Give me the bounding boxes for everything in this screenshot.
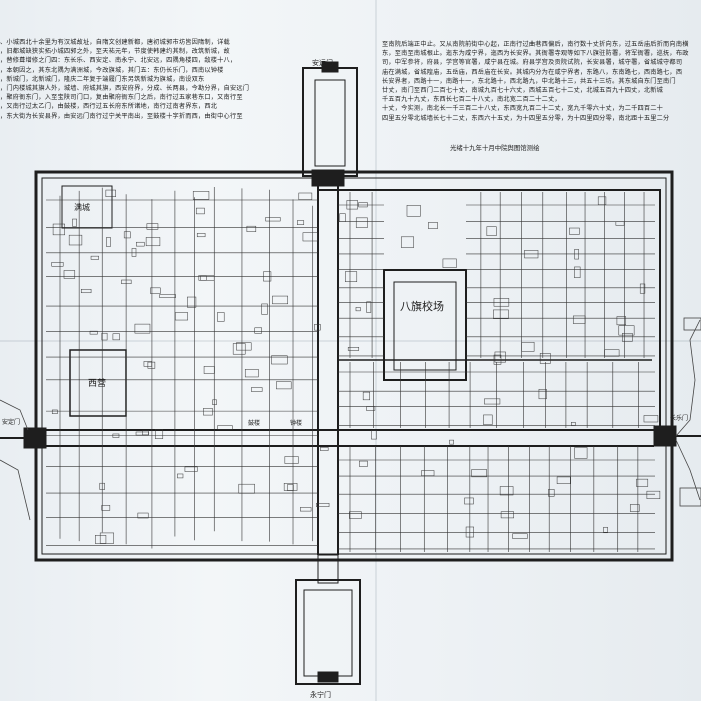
building-blocks — [51, 189, 661, 544]
south-gate-label: 永宁门 — [310, 690, 331, 699]
north-gate-inner — [314, 79, 346, 167]
west-gate — [23, 427, 47, 449]
fold-line-vertical — [375, 0, 377, 701]
survey-caption: 光绪十九年十月中院舆图馆测绘 — [450, 144, 540, 152]
manchu-city-wall — [318, 189, 661, 426]
parade-ground-inner — [393, 281, 457, 371]
west-compound-label: 西营 — [88, 377, 106, 389]
west-gate-label: 安定门 — [2, 418, 20, 426]
manchu-label: 满城 — [74, 202, 90, 212]
parade-ground-outer — [383, 269, 467, 381]
parade-ground-label: 八旗校场 — [400, 299, 444, 313]
north-gate-tower — [321, 61, 339, 73]
street-grid — [46, 187, 655, 552]
description-text-right: 至南院后端正中止。又从南院前街中心起，正南行过曲巷西偏后，南行数十丈折向东，过五… — [382, 41, 689, 122]
south-gate-enclosure — [295, 579, 361, 685]
fold-line-horizontal — [0, 340, 701, 342]
north-gate-label: 安远门 — [312, 58, 333, 67]
south-gate-bastion — [317, 554, 339, 584]
south-gate-inner — [303, 589, 353, 677]
north-gate-enclosure — [302, 67, 358, 177]
city-wall-inner — [41, 177, 667, 555]
north-gate — [311, 169, 345, 187]
drum-tower-label: 鼓楼 — [248, 419, 260, 427]
description-text-left: 、小城西北十余里为有汉城故址，自隋文创建新都，唐初城郭市坊皆因隋制，详载 ，旧都… — [0, 39, 250, 120]
bell-tower-label: 钟楼 — [290, 419, 302, 427]
city-wall-outer — [34, 170, 674, 562]
south-gate-tower — [317, 671, 339, 683]
east-gate — [653, 425, 677, 447]
east-gate-label: 长乐门 — [670, 414, 688, 422]
northwest-compound — [61, 185, 113, 229]
